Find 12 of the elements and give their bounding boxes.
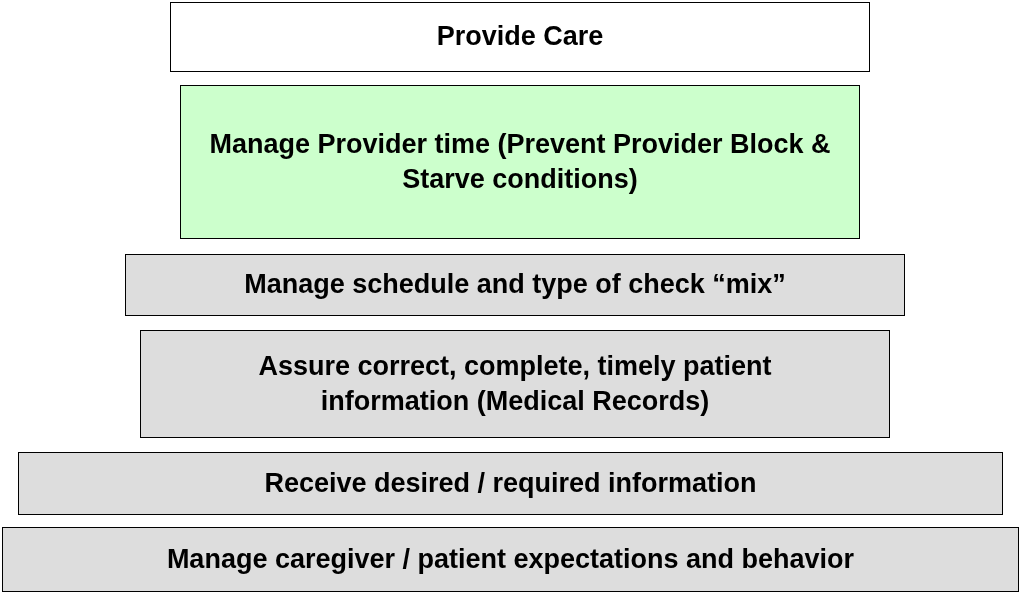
process-box bbox=[180, 85, 860, 239]
box-label: Manage schedule and type of check “mix” bbox=[244, 268, 786, 302]
process-box bbox=[140, 330, 890, 438]
process-box bbox=[2, 527, 1019, 592]
box-label: Provide Care bbox=[436, 20, 604, 54]
box-label: Receive desired / required information bbox=[264, 466, 757, 500]
process-box bbox=[125, 254, 905, 316]
process-box bbox=[170, 2, 870, 72]
box-label: Manage caregiver / patient expectations and behavior bbox=[166, 542, 855, 576]
box-label: Manage Provider time (Prevent Provider Block & Starve conditions) bbox=[208, 127, 832, 196]
box-label: Assure correct, complete, timely patient information (Medical Records) bbox=[257, 349, 773, 418]
process-box bbox=[18, 452, 1003, 515]
